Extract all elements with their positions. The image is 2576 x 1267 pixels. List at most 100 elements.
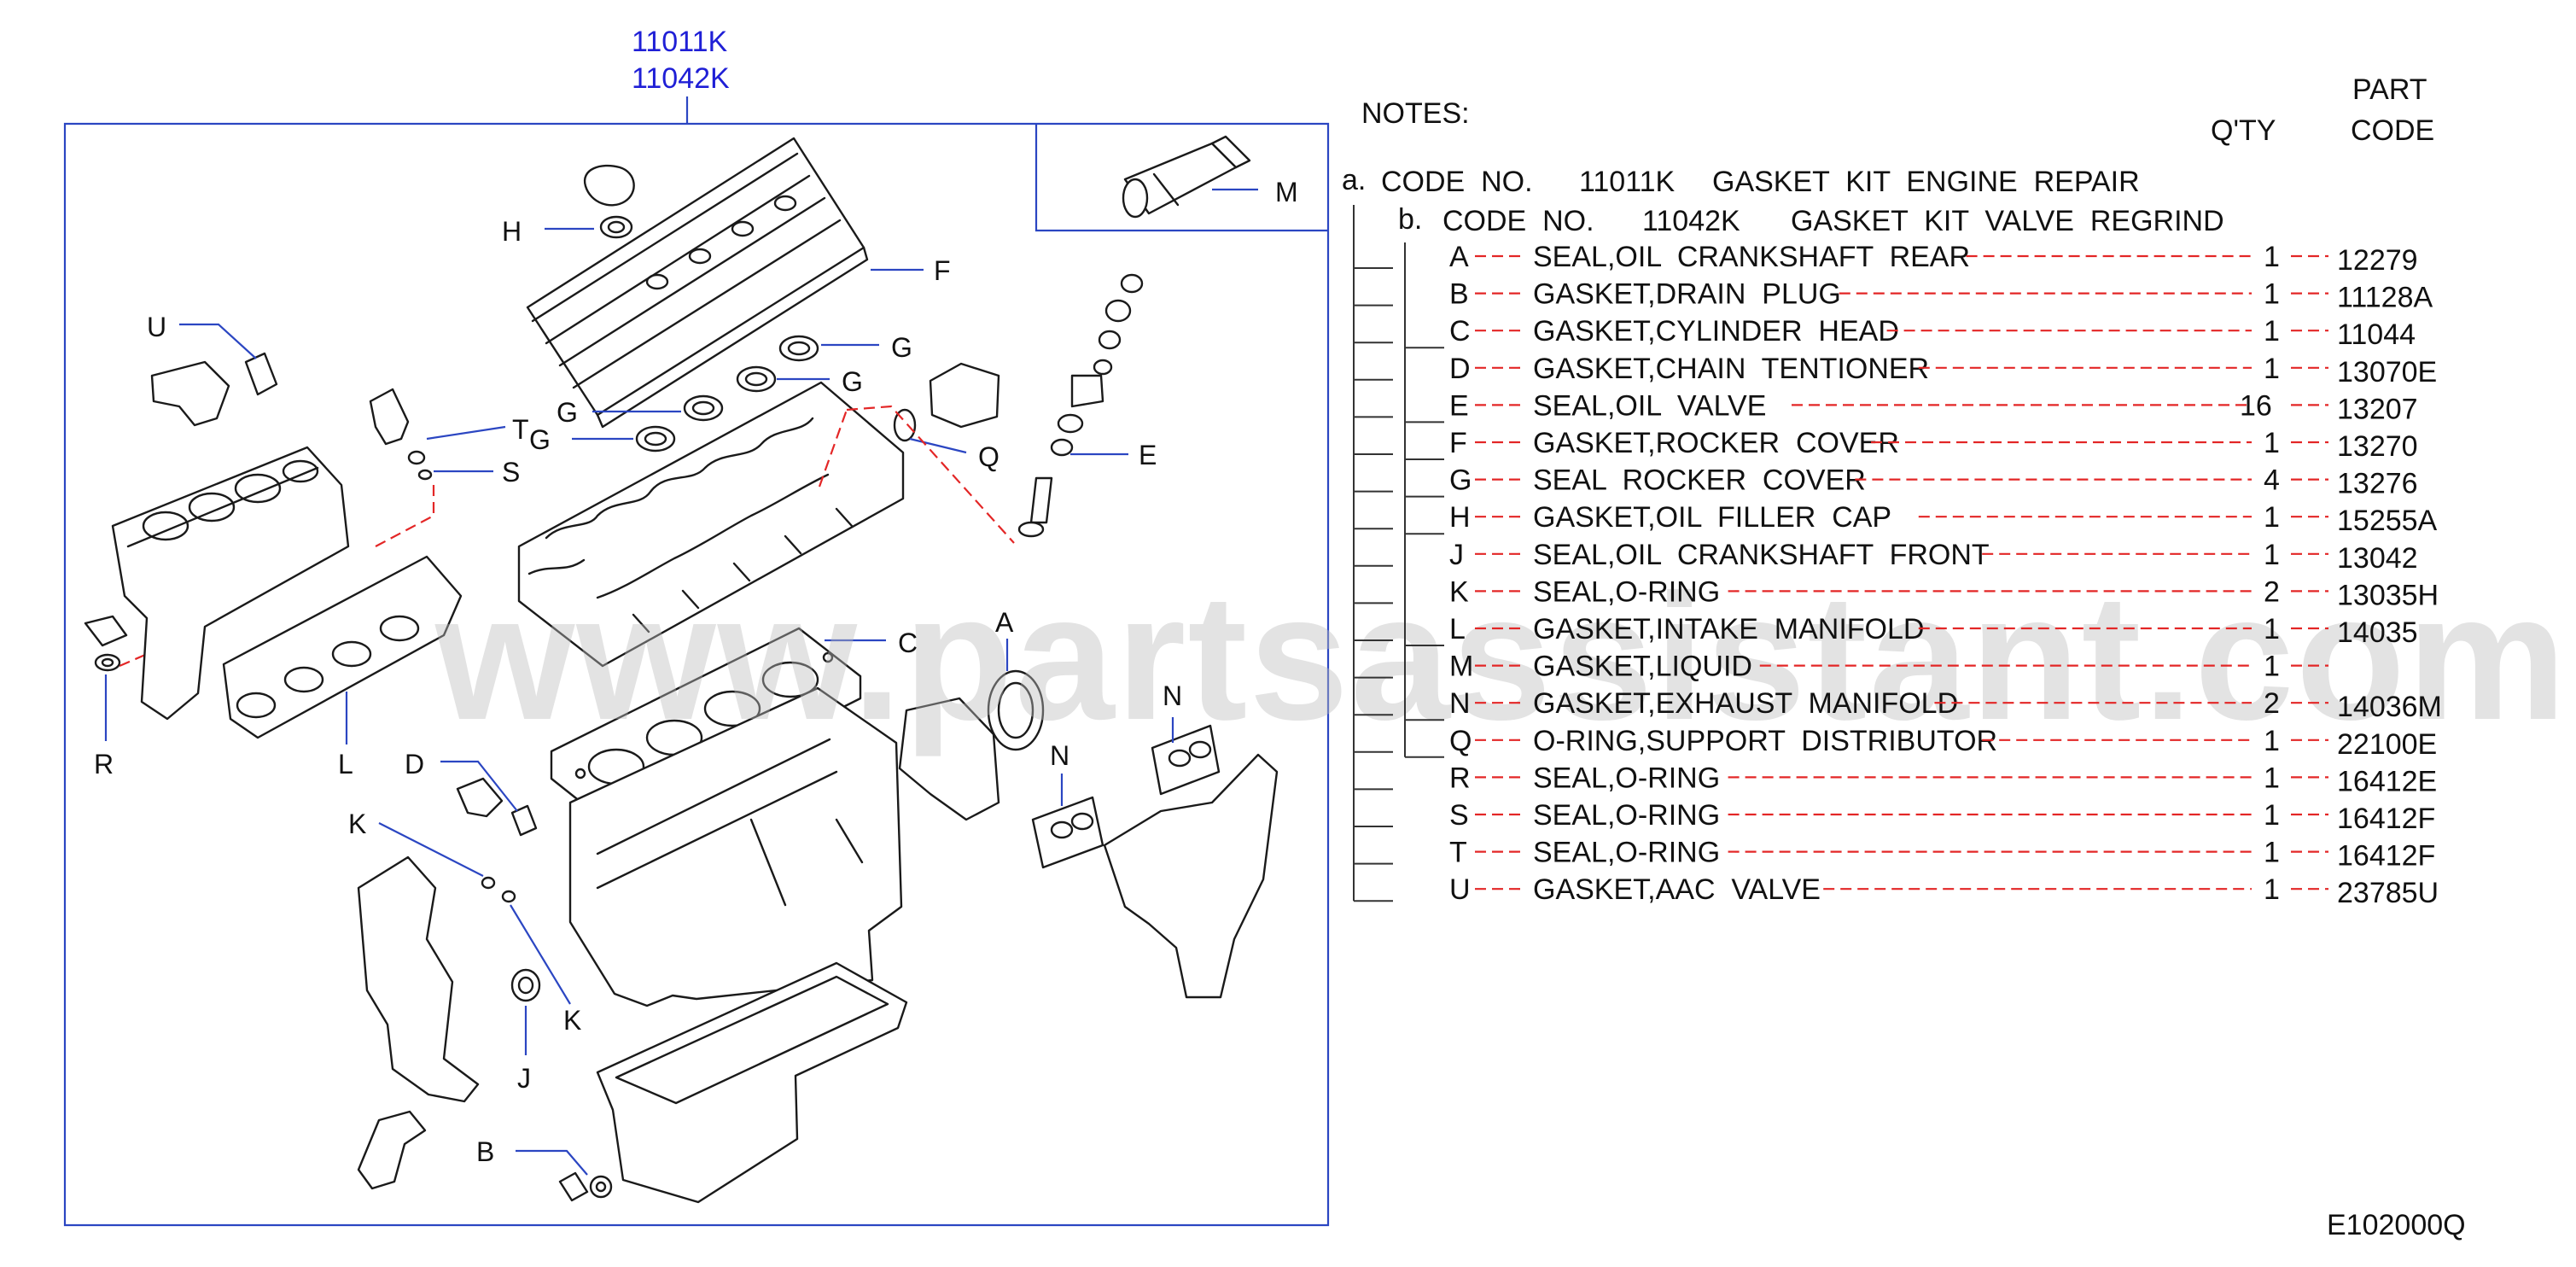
callout-b[interactable]: B (476, 1136, 494, 1167)
item-desc: SEAL,O-RING (1533, 799, 1720, 832)
item-code[interactable]: 23785U (2337, 877, 2439, 909)
callout-e[interactable]: E (1139, 440, 1157, 470)
item-code[interactable]: 16412F (2337, 803, 2435, 835)
kit-a-code-no: CODE NO. (1381, 166, 1533, 198)
item-code[interactable]: 14035 (2337, 616, 2418, 649)
item-code[interactable]: 12279 (2337, 244, 2418, 277)
callout-g-2[interactable]: G (842, 366, 863, 397)
item-code[interactable]: 15255A (2337, 505, 2438, 537)
callout-h[interactable]: H (502, 216, 522, 247)
item-desc: SEAL,O-RING (1533, 575, 1720, 608)
callout-m[interactable]: M (1275, 177, 1298, 207)
item-qty: 1 (2264, 539, 2280, 571)
item-code[interactable]: 11128A (2337, 282, 2433, 314)
callout-n-2[interactable]: N (1050, 740, 1069, 771)
item-key: L (1449, 613, 1466, 645)
item-code[interactable]: 14036M (2337, 691, 2442, 723)
item-desc: GASKET,AAC VALVE (1533, 873, 1821, 906)
item-qty: 1 (2264, 873, 2280, 906)
front-cover-drawing (357, 855, 516, 1103)
item-key: K (1449, 575, 1469, 608)
watermark-text: www.partsassistant.com (434, 557, 2568, 757)
callout-d[interactable]: D (405, 749, 424, 779)
item-desc: GASKET,EXHAUST MANIFOLD (1533, 687, 1958, 720)
kit-b-code[interactable]: 11042K (1642, 205, 1740, 237)
item-key: A (1449, 241, 1469, 273)
item-code[interactable]: 13070E (2337, 356, 2437, 388)
callout-a[interactable]: A (995, 607, 1014, 638)
item-key: U (1449, 873, 1471, 906)
item-key: E (1449, 389, 1469, 422)
item-desc: SEAL,OIL VALVE (1533, 389, 1766, 422)
item-key: B (1449, 278, 1469, 311)
notes-title: NOTES: (1361, 97, 1470, 130)
item-code[interactable]: 13270 (2337, 430, 2418, 463)
callout-g-1[interactable]: G (891, 332, 912, 363)
item-desc: SEAL,OIL CRANKSHAFT REAR (1533, 241, 1970, 273)
top-code-11011k[interactable]: 11011K (632, 26, 727, 58)
callout-r[interactable]: R (94, 749, 114, 779)
item-code[interactable]: 11044 (2337, 318, 2416, 351)
callout-n-1[interactable]: N (1163, 680, 1182, 711)
liquid-gasket-tube-drawing (1122, 135, 1251, 219)
item-key: S (1449, 799, 1469, 832)
callout-f[interactable]: F (934, 255, 951, 286)
rocker-cover-drawing (526, 137, 869, 429)
item-code[interactable]: 13207 (2337, 393, 2418, 425)
callout-j[interactable]: J (517, 1063, 531, 1094)
aac-valve-drawing (150, 352, 278, 427)
item-key: Q (1449, 725, 1472, 757)
cylinder-head-drawing (517, 381, 905, 668)
callout-k-1[interactable]: K (348, 809, 366, 839)
item-code[interactable]: 22100E (2337, 728, 2437, 761)
item-key: F (1449, 427, 1467, 459)
callout-q[interactable]: Q (978, 441, 1000, 472)
valve-seal-drawing (1017, 273, 1144, 538)
callout-g-3[interactable]: G (557, 397, 578, 428)
exhaust-manifold-drawing (1031, 724, 1279, 999)
callout-l[interactable]: L (338, 749, 353, 779)
item-desc: GASKET,DRAIN PLUG (1533, 278, 1841, 311)
item-code[interactable]: 13042 (2337, 542, 2418, 575)
top-code-11042k[interactable]: 11042K (632, 62, 730, 95)
item-desc: SEAL,OIL CRANKSHAFT FRONT (1533, 539, 1990, 571)
assembly-line-distributor (818, 405, 1015, 544)
callout-t[interactable]: T (512, 414, 529, 445)
item-qty: 1 (2264, 613, 2280, 645)
kit-a-code[interactable]: 11011K (1579, 166, 1675, 198)
kit-a-letter: a. (1342, 164, 1366, 196)
item-desc: GASKET,CHAIN TENTIONER (1533, 353, 1929, 385)
item-code[interactable]: 13276 (2337, 468, 2418, 500)
kit-b-letter: b. (1398, 203, 1422, 236)
rocker-cover-seals-drawing (635, 335, 819, 452)
callout-g-4[interactable]: G (529, 424, 551, 455)
item-code[interactable]: 16412F (2337, 840, 2435, 873)
item-code[interactable]: 16412E (2337, 765, 2437, 797)
callout-s[interactable]: S (502, 457, 520, 488)
item-qty: 1 (2264, 837, 2280, 869)
item-qty: 2 (2264, 687, 2280, 720)
callout-c[interactable]: C (898, 628, 918, 658)
callout-u[interactable]: U (147, 312, 166, 342)
list-item[interactable]: U GASKET,AAC VALVE 1 23785U (1449, 873, 2439, 909)
callout-k-2[interactable]: K (563, 1005, 581, 1036)
item-code[interactable]: 13035H (2337, 579, 2439, 611)
